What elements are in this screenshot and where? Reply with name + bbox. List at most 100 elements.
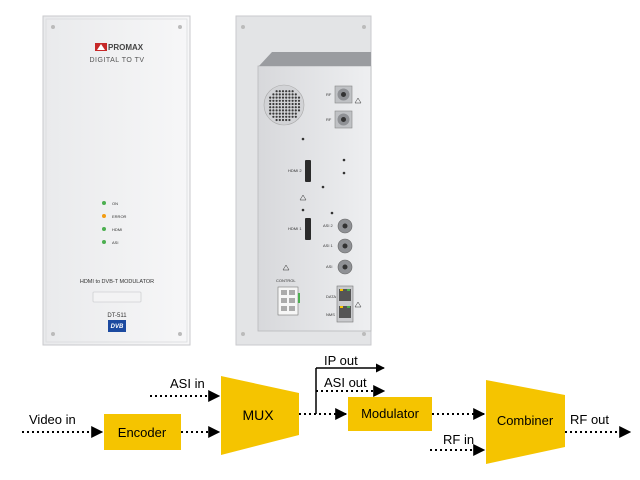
screw-icon: [51, 332, 55, 336]
warning-icon: [354, 301, 362, 308]
fan-hole: [275, 115, 278, 118]
fan-hole: [291, 109, 294, 112]
screw-icon: [362, 25, 366, 29]
asi1-connector: ASI 1: [323, 238, 353, 254]
rf-in-label: RF in: [443, 432, 474, 447]
screw-icon: [51, 25, 55, 29]
fan-hole: [278, 109, 281, 112]
screw-icon: [241, 332, 245, 336]
fan-hole: [278, 118, 281, 122]
fan-hole: [288, 109, 291, 112]
dvb-logo: DVB: [108, 320, 126, 332]
screw-icon: [178, 25, 182, 29]
fan-hole: [281, 90, 285, 93]
led-error-icon: [102, 214, 106, 218]
fan-hole: [288, 102, 291, 106]
fan-hole: [285, 106, 288, 109]
fan-hole: [269, 106, 272, 109]
fan-hole: [288, 118, 291, 122]
fan-hole: [272, 115, 275, 118]
fan-hole: [275, 102, 278, 106]
fan-hole: [269, 112, 272, 115]
combiner-label: Combiner: [497, 413, 554, 428]
fan-hole: [288, 115, 291, 118]
rf-connector-top: RF: [326, 85, 353, 104]
fan-hole: [275, 106, 278, 109]
fan-hole: [272, 109, 275, 112]
rf-out-label: RF out: [570, 412, 609, 427]
fan-hole: [288, 96, 291, 99]
fan-hole: [275, 112, 278, 115]
fan-hole: [285, 115, 288, 118]
video-in-label: Video in: [29, 412, 76, 427]
led-label: ERROR: [112, 214, 127, 219]
fan-hole: [275, 99, 278, 102]
fan-hole: [294, 115, 297, 118]
fan-hole: [285, 109, 288, 112]
fan-hole: [275, 90, 278, 93]
fan-hole: [297, 96, 301, 99]
model-name: HDMI to DVB-T MODULATOR: [80, 279, 154, 285]
fan-hole: [294, 102, 297, 106]
nms-port-label: NMS: [326, 312, 335, 317]
fan-hole: [285, 112, 288, 115]
fan-hole: [291, 93, 294, 96]
fan-hole: [281, 106, 285, 109]
hdmi1-port: HDMI 1: [288, 218, 311, 240]
fan-hole: [269, 102, 272, 106]
fan-hole: [281, 93, 285, 96]
combiner-block: [486, 380, 565, 464]
led-hdmi-icon: [102, 227, 106, 231]
encoder-label: Encoder: [118, 425, 167, 440]
warning-icon: [354, 97, 362, 104]
control-label: CONTROL: [276, 278, 296, 283]
fan-hole: [288, 93, 291, 96]
fan-hole: [278, 96, 281, 99]
svg-text:ASI 1: ASI 1: [323, 243, 334, 248]
fan-hole: [272, 106, 275, 109]
data-port-label: DATA: [326, 294, 336, 299]
ethernet-ports-icon: [336, 285, 354, 323]
warning-icon: [282, 264, 290, 271]
front-panel: PROMAX DIGITAL TO TV ON ERROR HDMI ASI H…: [42, 15, 191, 346]
fan-hole: [297, 106, 301, 109]
fan-hole: [294, 109, 297, 112]
fan-hole: [291, 96, 294, 99]
fan-hole: [291, 115, 294, 118]
fan-hole: [281, 102, 285, 106]
fan-hole: [288, 90, 291, 93]
fan-hole: [281, 112, 285, 115]
display-window: [92, 291, 142, 303]
fan-hole: [291, 99, 294, 102]
warning-icon: [299, 194, 307, 201]
fan-hole: [285, 90, 288, 93]
fan-hole: [278, 93, 281, 96]
fan-hole: [291, 112, 294, 115]
mux-label: MUX: [242, 407, 274, 423]
fan-hole: [285, 93, 288, 96]
fan-hole: [269, 99, 272, 102]
fan-hole: [285, 99, 288, 102]
svg-text:HDMI 2: HDMI 2: [288, 168, 302, 173]
modulator-label: Modulator: [361, 406, 419, 421]
fan-hole: [278, 112, 281, 115]
modulator-block: [348, 397, 432, 431]
fan-hole: [278, 106, 281, 109]
rear-panel: RF RF HDMI 2 HDMI 1 AS: [235, 15, 372, 346]
fan-hole: [288, 106, 291, 109]
fan-hole: [294, 112, 297, 115]
encoder-block: [104, 414, 181, 450]
fan-hole: [294, 96, 297, 99]
fan-hole: [281, 109, 285, 112]
fan-hole: [272, 96, 275, 99]
fan-hole: [297, 102, 301, 106]
fan-hole: [281, 115, 285, 118]
led-label: ON: [112, 201, 118, 206]
screw-icon: [362, 332, 366, 336]
signal-flow-diagram: Video in Encoder ASI in MUX IP out ASI o…: [22, 353, 632, 464]
screw-icon: [241, 25, 245, 29]
model-number: DT-511: [107, 313, 127, 319]
fan-hole: [285, 118, 288, 122]
rf-connector-bottom: RF: [326, 110, 353, 129]
module-top: [259, 52, 371, 66]
